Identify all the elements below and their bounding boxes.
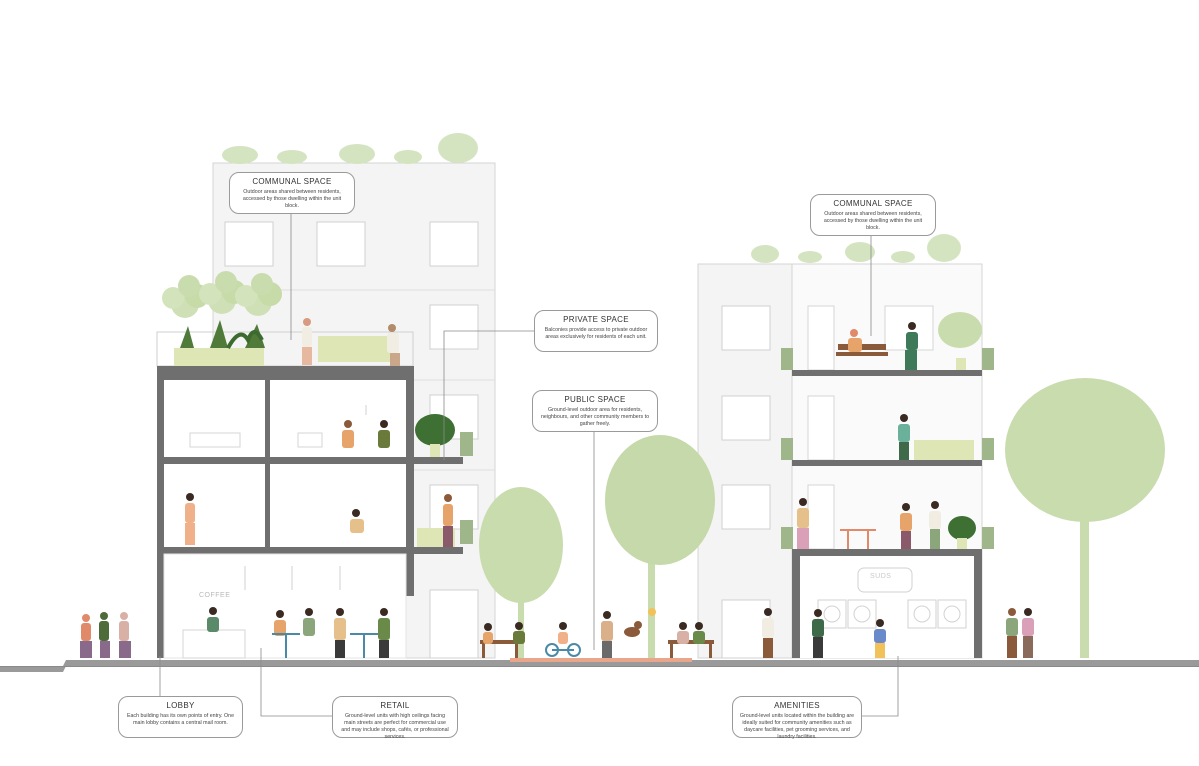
callout-title: RETAIL (380, 701, 410, 710)
callout-title: LOBBY (166, 701, 195, 710)
callout-title: PUBLIC SPACE (564, 395, 626, 404)
callout-public-space: PUBLIC SPACE Ground-level outdoor area f… (532, 390, 658, 432)
callout-title: COMMUNAL SPACE (252, 177, 332, 186)
ground-line (0, 658, 1199, 672)
callout-amenities: AMENITIES Ground-level units located wit… (732, 696, 862, 740)
rooftop-shrubs-left (222, 133, 478, 164)
callout-retail: RETAIL Ground-level units with high ceil… (332, 696, 458, 740)
rooftop-shrubs-right (751, 234, 961, 263)
callout-communal-space-left: COMMUNAL SPACE Outdoor areas shared betw… (229, 172, 355, 214)
callout-description: Outdoor areas shared between residents, … (242, 189, 342, 209)
callout-description: Ground-level units located within the bu… (739, 713, 855, 740)
callout-communal-space-right: COMMUNAL SPACE Outdoor areas shared betw… (810, 194, 936, 236)
callout-description: Outdoor areas shared between residents, … (823, 211, 923, 231)
callout-title: AMENITIES (774, 701, 820, 710)
right-building (697, 263, 983, 659)
street-trees (479, 378, 1165, 658)
people-figures (80, 318, 1034, 658)
callout-description: Each building has its own points of entr… (126, 713, 235, 726)
callout-description: Ground-level units with high ceilings fa… (341, 713, 449, 740)
callout-lobby: LOBBY Each building has its own points o… (118, 696, 243, 738)
balcony-plants-right (781, 312, 994, 549)
callout-title: COMMUNAL SPACE (833, 199, 913, 208)
callout-description: Balconies provide access to private outd… (544, 327, 648, 340)
laundry-sign: SUDS (870, 573, 892, 580)
callout-private-space: PRIVATE SPACE Balconies provide access t… (534, 310, 658, 352)
callout-title: PRIVATE SPACE (563, 315, 629, 324)
coffee-sign: COFFEE (199, 592, 231, 599)
callout-description: Ground-level outdoor area for residents,… (540, 407, 650, 427)
rooftop-garden-left (162, 271, 390, 366)
